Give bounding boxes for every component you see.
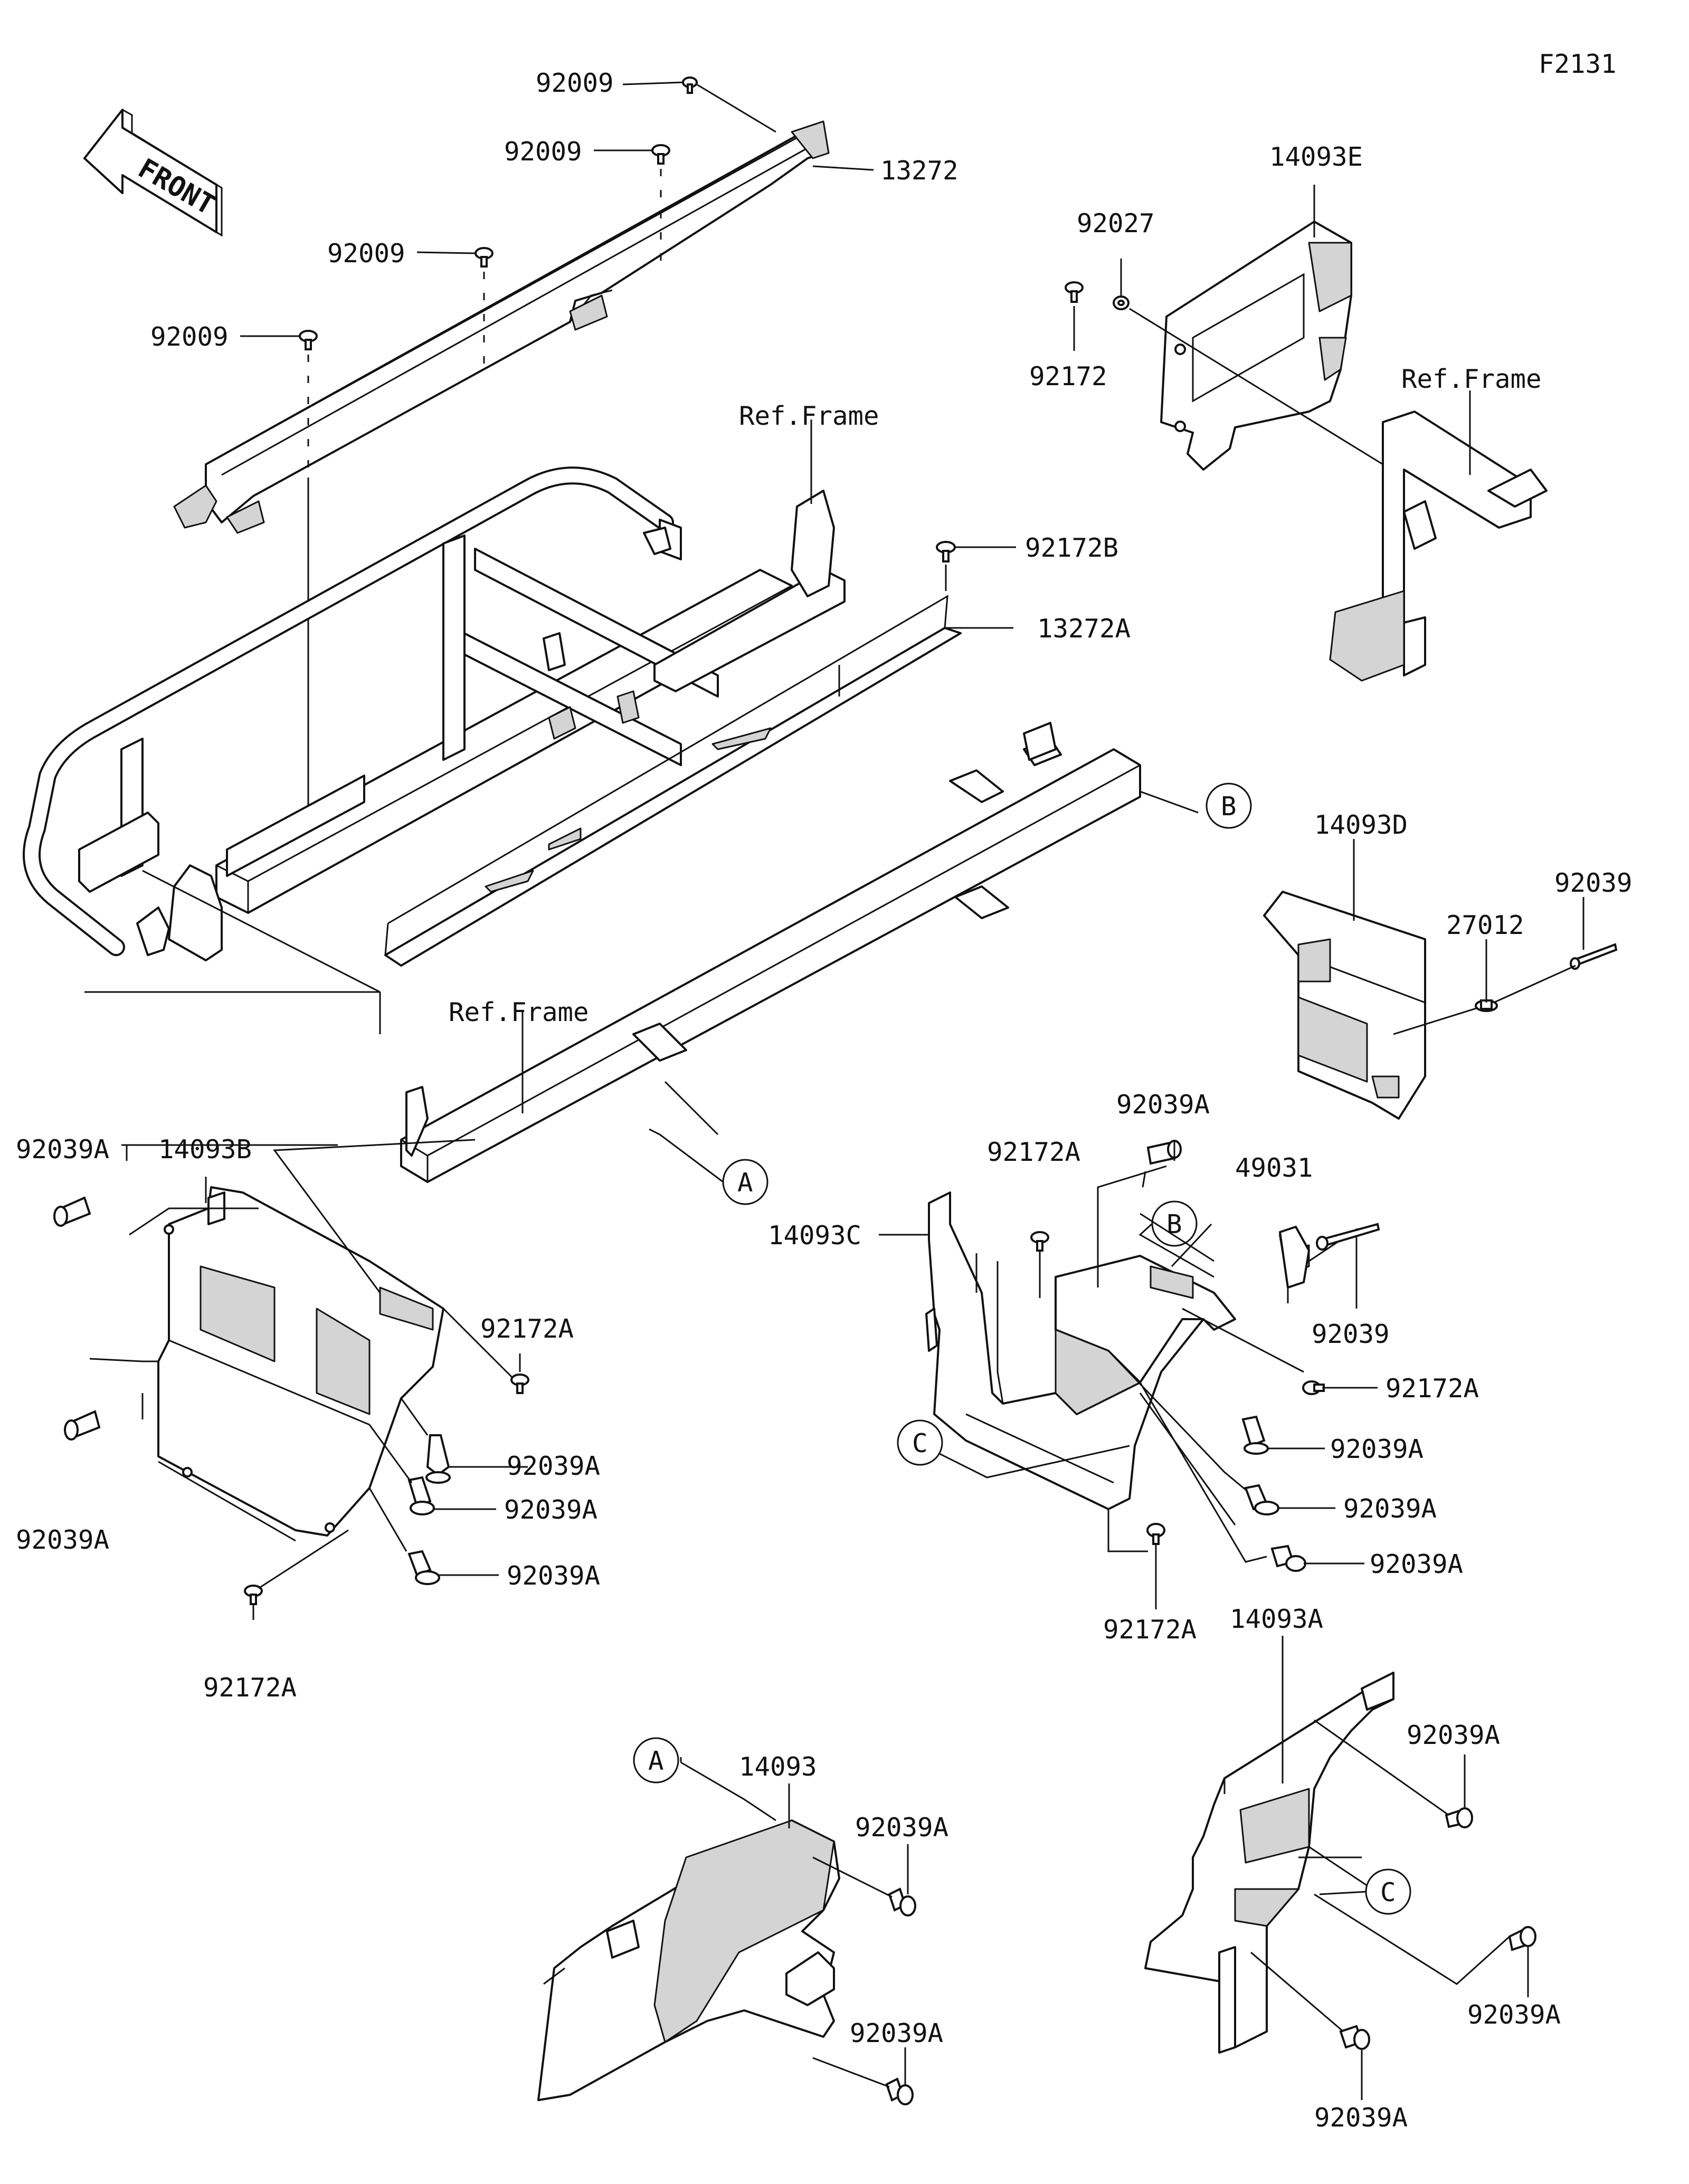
svg-text:A: A [737, 1168, 753, 1198]
callout-92039-1: 92039 [1554, 868, 1633, 898]
guard-14093 [537, 1819, 840, 2101]
callout-92172: 92172 [1029, 361, 1107, 392]
pin-92039-2 [1316, 1223, 1380, 1251]
svg-text:A: A [648, 1746, 664, 1776]
callout-92039a-13: 92039A [850, 2018, 943, 2048]
guard-14093c [925, 1191, 1310, 1510]
clip-92039a-b2 [64, 1410, 101, 1441]
callout-92172b: 92172B [1025, 533, 1118, 563]
callout-92039a-2: 92039A [507, 1451, 600, 1481]
callout-14093e: 14093E [1269, 142, 1363, 172]
callout-13272: 13272 [880, 156, 959, 186]
callout-92039a-1: 92039A [16, 1134, 109, 1165]
svg-text:B: B [1221, 791, 1237, 822]
callout-92039a-10: 92039A [1407, 1720, 1500, 1750]
ref-circle-b2: B [1151, 1200, 1198, 1247]
callout-92039a-5: 92039A [507, 1561, 600, 1591]
callout-92172a-1: 92172A [480, 1314, 574, 1344]
main-frame [23, 466, 846, 961]
clip-92039a-e3 [1339, 2025, 1370, 2050]
bolt-92172a-c2 [1302, 1380, 1325, 1395]
figure-code: F2131 [1539, 49, 1617, 79]
callout-92039a-8: 92039A [1343, 1494, 1437, 1524]
bracket-49031 [1279, 1226, 1310, 1289]
guard-14093e [1160, 221, 1352, 471]
ref-frame-1: Ref.Frame [739, 401, 879, 431]
callout-92039a-7: 92039A [1330, 1434, 1424, 1464]
bolt-92172b [936, 541, 956, 562]
front-arrow-icon: FRONT [83, 109, 223, 237]
callout-92172a-4: 92172A [1386, 1374, 1479, 1404]
svg-text:B: B [1166, 1209, 1182, 1239]
callout-27012: 27012 [1446, 910, 1524, 940]
guard-14093b [157, 1186, 444, 1537]
callout-92009-4: 92009 [150, 322, 229, 352]
callout-14093d: 14093D [1314, 810, 1408, 840]
callout-92039a-3: 92039A [16, 1525, 109, 1555]
svg-text:C: C [912, 1428, 928, 1458]
callout-92039-2: 92039 [1312, 1319, 1390, 1349]
bolt-92172a-c3 [1146, 1523, 1165, 1545]
ref-circle-a1: A [722, 1159, 768, 1205]
bolt-92009-1 [682, 77, 698, 94]
callout-92039a-11: 92039A [855, 1813, 948, 1843]
bolt-92172 [1065, 281, 1084, 303]
callout-92039a-6: 92039A [1116, 1090, 1210, 1120]
ref-frame-2: Ref.Frame [449, 997, 589, 1027]
clip-92039a-d2 [885, 2077, 914, 2105]
bolt-92009-3 [475, 247, 494, 268]
clip-92039a-b5 [407, 1550, 440, 1585]
rail-13272a [384, 595, 962, 967]
callout-14093: 14093 [739, 1752, 817, 1782]
side-rail-cover-13272 [173, 120, 830, 534]
bolt-92009-4 [299, 330, 318, 350]
clip-92039a-c2 [1241, 1415, 1269, 1455]
callout-92039a-9: 92039A [1370, 1549, 1463, 1579]
ref-frame-3: Ref.Frame [1401, 364, 1542, 394]
callout-14093b: 14093B [158, 1134, 252, 1165]
clip-92039a-c3 [1244, 1484, 1279, 1515]
ref-circle-a2: A [633, 1737, 679, 1784]
washer-92027 [1113, 295, 1130, 310]
bolt-92172a-c1 [1030, 1231, 1049, 1252]
guard-14093a [1144, 1672, 1394, 2054]
callout-92172a-3: 92172A [987, 1137, 1080, 1167]
clip-92039a-b4 [407, 1476, 435, 1515]
clip-92039a-b3 [425, 1434, 451, 1484]
clip-92039a-e1 [1445, 1807, 1473, 1828]
callout-92009-3: 92009 [327, 239, 405, 269]
clip-92039a-e2 [1508, 1926, 1536, 1951]
callout-92009-1: 92009 [536, 68, 614, 98]
callout-14093c: 14093C [768, 1220, 861, 1251]
clip-92039a-b1 [53, 1196, 91, 1227]
ref-circle-b1: B [1206, 783, 1252, 829]
svg-text:C: C [1380, 1877, 1396, 1908]
callout-92027: 92027 [1077, 208, 1155, 239]
guard-14093d [1263, 891, 1426, 1120]
bolt-92009-2 [651, 144, 670, 165]
callout-92039a-12: 92039A [1467, 2000, 1561, 2030]
cross-member [400, 722, 1141, 1183]
callout-92172a-2: 92172A [203, 1673, 297, 1703]
pin-92039-1 [1570, 943, 1618, 970]
callout-92039a-14: 92039A [1314, 2103, 1408, 2133]
callout-92039a-4: 92039A [504, 1495, 597, 1525]
clip-92039a-d1 [888, 1887, 916, 1916]
callout-14093a: 14093A [1230, 1604, 1323, 1634]
ref-circle-c1: C [897, 1419, 943, 1466]
clip-92039a-c1 [1146, 1140, 1182, 1165]
callout-13272a: 13272A [1037, 614, 1131, 644]
ref-circle-c2: C [1365, 1868, 1411, 1915]
callout-92009-2: 92009 [504, 137, 582, 167]
callout-49031: 49031 [1235, 1153, 1313, 1183]
clip-92039a-c4 [1270, 1544, 1306, 1572]
frame-upper-right [1329, 411, 1548, 682]
bolt-92172a-b1 [510, 1374, 529, 1394]
callout-92172a-5: 92172A [1103, 1615, 1197, 1645]
